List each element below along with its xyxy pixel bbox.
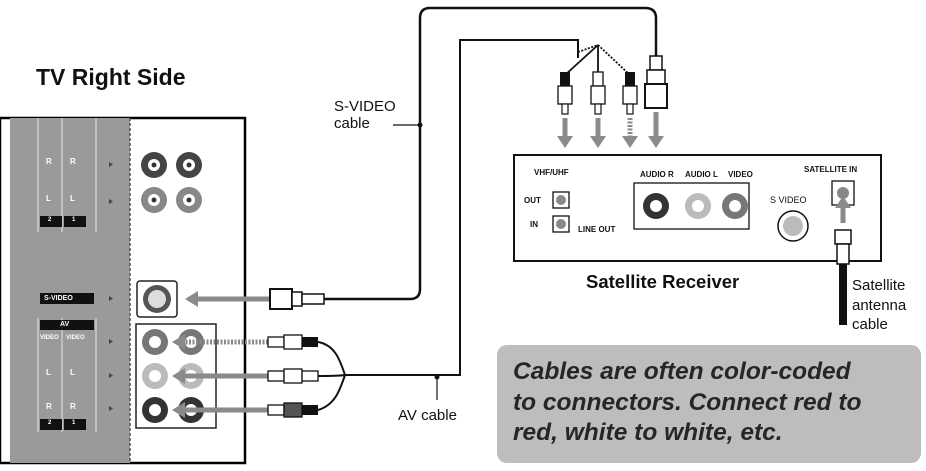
receiver-title: Satellite Receiver xyxy=(586,271,740,292)
tv-av-num-1: 1 xyxy=(72,420,76,426)
av-cable-label: AV cable xyxy=(398,407,457,424)
av-plugs-tv xyxy=(267,334,319,418)
tv-top-right-R: R xyxy=(70,157,76,166)
tv-input-arrows xyxy=(172,291,270,418)
receiver-video: VIDEO xyxy=(728,170,753,179)
tv-top-jacks xyxy=(141,152,202,213)
receiver-audio-l: AUDIO L xyxy=(685,170,718,179)
tv-svideo-jack xyxy=(136,280,178,318)
receiver-line-out: LINE OUT xyxy=(578,225,616,234)
tv-av-left-video: VIDEO xyxy=(40,335,59,341)
tv-av-left-L: L xyxy=(46,368,51,377)
color-coding-note: Cables are often color-coded to connecto… xyxy=(497,345,921,463)
tv-title: TV Right Side xyxy=(36,64,186,90)
receiver-s-video: S VIDEO xyxy=(770,195,807,205)
note-text: Cables are often color-coded to connecto… xyxy=(513,358,862,447)
svideo-cable xyxy=(324,6,658,301)
tv-panel xyxy=(0,116,247,465)
tv-av-right-L: L xyxy=(70,368,75,377)
tv-top-left-R: R xyxy=(46,157,52,166)
tv-top-num-2: 2 xyxy=(48,217,52,223)
satellite-antenna-cable xyxy=(834,196,852,325)
tv-av-num-2: 2 xyxy=(48,420,52,426)
receiver-audio-r: AUDIO R xyxy=(640,170,674,179)
tv-top-left-L: L xyxy=(46,194,51,203)
tv-top-right-L: L xyxy=(70,194,75,203)
tv-svideo-label: S-VIDEO xyxy=(44,295,73,302)
tv-av-label: AV xyxy=(60,321,70,328)
svideo-cable-label: S-VIDEO cable xyxy=(334,98,396,133)
tv-av-right-video: VIDEO xyxy=(66,335,85,341)
receiver-vhf-uhf: VHF/UHF xyxy=(534,168,569,177)
satellite-antenna-cable-label: Satellite antenna cable xyxy=(852,277,907,333)
receiver-out: OUT xyxy=(524,196,541,205)
receiver-satellite-in: SATELLITE IN xyxy=(804,165,858,174)
tv-top-num-1: 1 xyxy=(72,217,76,223)
av-plugs-receiver xyxy=(557,71,638,115)
av-cable-branch xyxy=(564,44,631,76)
tv-av-left-R: R xyxy=(46,402,52,411)
svideo-plug-tv xyxy=(269,288,325,310)
receiver-input-arrows xyxy=(557,112,664,148)
tv-av-right-R: R xyxy=(70,402,76,411)
satellite-receiver xyxy=(513,154,882,262)
av-cable-wires xyxy=(317,39,579,411)
svideo-plug-receiver xyxy=(644,55,668,109)
receiver-in: IN xyxy=(530,220,538,229)
